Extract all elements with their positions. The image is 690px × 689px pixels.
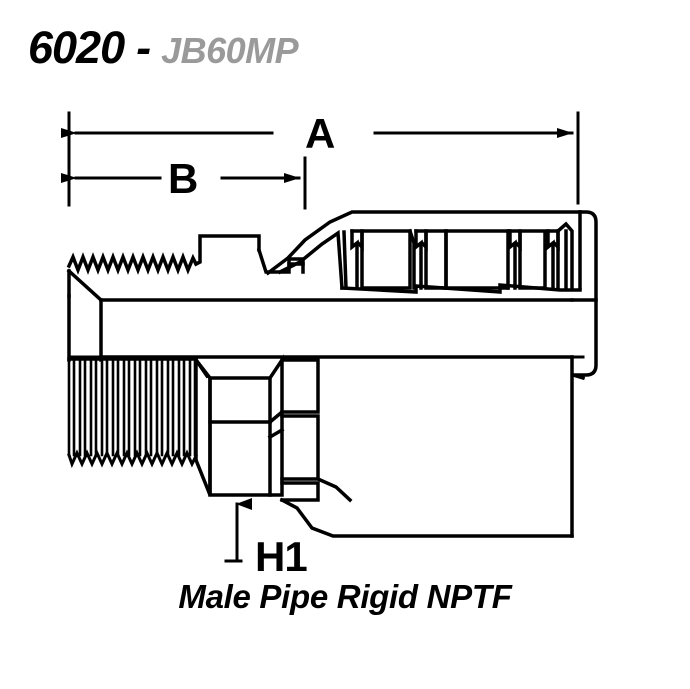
hose-barb-teeth-upper [342, 221, 574, 290]
crimp-shell-right-end [570, 210, 598, 377]
title-separator: - [136, 22, 152, 73]
body-profile-lower-right [279, 355, 586, 538]
dimension-label-h1: H1 [255, 533, 308, 580]
body-outline-lower [67, 294, 574, 362]
title-block: 6020 - JB60MP [28, 22, 299, 74]
pipe-thread-bounds-lower [67, 357, 198, 462]
dimension-label-a: A [305, 110, 336, 157]
h1-leader [224, 498, 252, 563]
dimension-extension-lines [67, 111, 580, 210]
hex-flats-h1 [193, 354, 285, 497]
fitting-code: 6020 [28, 22, 125, 73]
part-number: JB60MP [161, 30, 299, 71]
barb-lower-edge [340, 283, 582, 294]
collar-steps-lower [280, 358, 320, 502]
crimp-shell-upper [265, 210, 582, 290]
dimension-label-b: B [168, 155, 199, 202]
pipe-thread-profile-upper [66, 252, 199, 275]
figure-caption: Male Pipe Rigid NPTF [178, 578, 512, 615]
pipe-thread-profile-lower [67, 358, 197, 457]
pipe-thread-crests-lower [67, 449, 199, 469]
